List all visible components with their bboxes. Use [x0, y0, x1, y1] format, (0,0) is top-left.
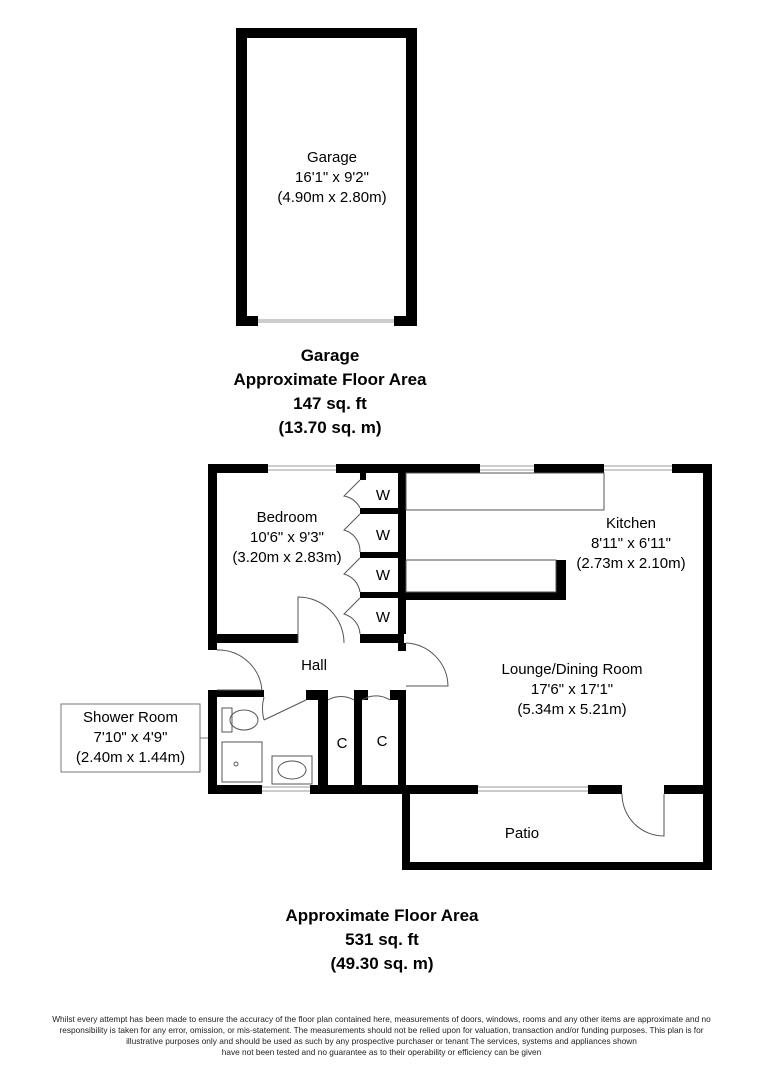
disclaimer-line-4: have not been tested and no guarantee as… — [221, 1047, 542, 1057]
bedroom-label: Bedroom 10'6" x 9'3" (3.20m x 2.83m) — [212, 508, 362, 568]
internal-walls — [208, 464, 566, 794]
wardrobe-1: W — [375, 487, 391, 504]
bathroom-fixtures — [221, 707, 313, 785]
kitchen-dims-metric: (2.73m x 2.10m) — [576, 555, 686, 572]
main-area-sqm: (49.30 sq. m) — [330, 954, 434, 973]
windows — [262, 465, 672, 792]
hall-label: Hall — [284, 656, 344, 676]
patio-outline — [402, 794, 712, 870]
shower-name: Shower Room — [82, 709, 179, 726]
lounge-name: Lounge/Dining Room — [501, 661, 643, 678]
wardrobe-4: W — [375, 609, 391, 626]
garage-label: Garage 16'1" x 9'2" (4.90m x 2.80m) — [236, 148, 428, 208]
lounge-dims-imperial: 17'6" x 17'1" — [530, 681, 614, 698]
kitchen-label: Kitchen 8'11" x 6'11" (2.73m x 2.10m) — [556, 514, 706, 574]
kitchen-counters — [405, 472, 605, 593]
kitchen-dims-imperial: 8'11" x 6'11" — [590, 535, 672, 552]
garage-area-block: Garage Approximate Floor Area 147 sq. ft… — [180, 344, 480, 440]
garage-area-sqm: (13.70 sq. m) — [278, 418, 382, 437]
disclaimer-line-3: illustrative purposes only and should be… — [126, 1036, 637, 1046]
bedroom-dims-metric: (3.20m x 2.83m) — [232, 549, 342, 566]
disclaimer-line-1: Whilst every attempt has been made to en… — [52, 1014, 711, 1024]
garage-dims-imperial: 16'1" x 9'2" — [295, 169, 369, 186]
hall-name: Hall — [301, 657, 327, 674]
shower-dims-metric: (2.40m x 1.44m) — [75, 749, 186, 766]
patio-name: Patio — [504, 825, 540, 842]
shower-label: Shower Room 7'10" x 4'9" (2.40m x 1.44m) — [61, 708, 200, 768]
disclaimer: Whilst every attempt has been made to en… — [0, 1014, 763, 1058]
garage-area-sqft: 147 sq. ft — [293, 394, 367, 413]
shower-dims-imperial: 7'10" x 4'9" — [93, 729, 168, 746]
bedroom-dims-imperial: 10'6" x 9'3" — [250, 529, 324, 546]
bedroom-name: Bedroom — [256, 509, 318, 526]
garage-dims-metric: (4.90m x 2.80m) — [277, 189, 387, 206]
main-area-block: Approximate Floor Area 531 sq. ft (49.30… — [232, 904, 532, 976]
garage-area-subtitle: Approximate Floor Area — [233, 370, 427, 389]
main-area-title: Approximate Floor Area — [285, 906, 479, 925]
doors — [216, 479, 665, 837]
lounge-dims-metric: (5.34m x 5.21m) — [517, 701, 627, 718]
cupboard-2: C — [376, 733, 388, 750]
patio-label: Patio — [492, 824, 552, 844]
kitchen-name: Kitchen — [605, 515, 657, 532]
flat-outer-walls — [208, 464, 712, 794]
lounge-label: Lounge/Dining Room 17'6" x 17'1" (5.34m … — [462, 660, 682, 720]
garage-area-title: Garage — [300, 346, 360, 365]
wardrobe-2: W — [375, 527, 391, 544]
garage-name: Garage — [306, 149, 358, 166]
cupboard-1: C — [336, 735, 348, 752]
garage-outline — [236, 28, 417, 326]
disclaimer-line-2: responsibility is taken for any error, o… — [59, 1025, 704, 1035]
wardrobe-3: W — [375, 567, 391, 584]
main-area-sqft: 531 sq. ft — [345, 930, 419, 949]
